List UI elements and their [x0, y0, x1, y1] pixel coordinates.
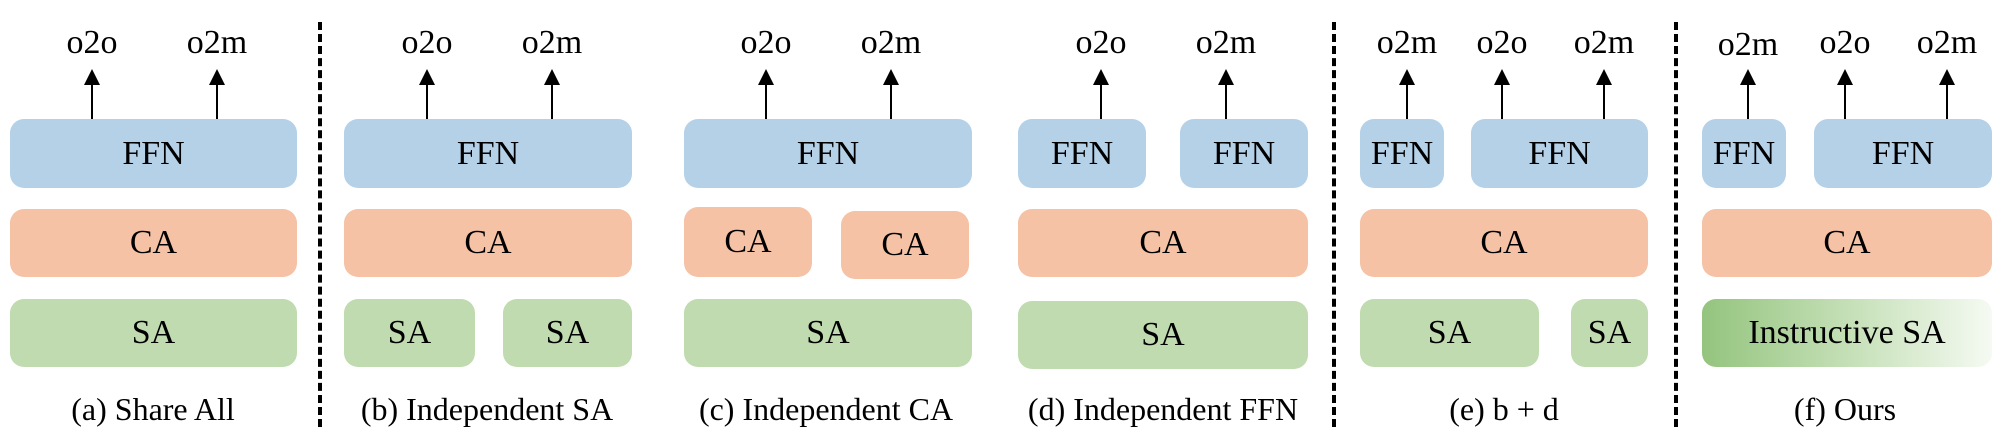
ca-block: CA [1018, 209, 1308, 277]
instructive-sa-block: Instructive SA [1702, 299, 1992, 367]
ffn-label: FFN [796, 134, 860, 172]
ca-block: CA [10, 209, 297, 277]
sa-block: SA [503, 299, 632, 367]
output-label-o2o: o2o [740, 24, 792, 61]
output-label-o2o: o2o [401, 24, 453, 61]
up-arrow-icon [1946, 75, 1948, 119]
output-label-o2o: o2o [66, 24, 118, 61]
ca-label: CA [1823, 224, 1871, 261]
ca-block: CA [1702, 209, 1992, 277]
sa-label: SA [1427, 314, 1472, 351]
up-arrow-icon [91, 75, 93, 119]
dashed-divider [1674, 22, 1678, 427]
ffn-block: FFN [10, 119, 297, 188]
ca-label: CA [1139, 224, 1187, 261]
output-label-o2m: o2m [1916, 24, 1978, 61]
ffn-label: FFN [1370, 134, 1434, 172]
ca-label: CA [1480, 224, 1528, 261]
up-arrow-icon [551, 75, 553, 119]
sa-label: SA [387, 314, 432, 351]
ffn-label: FFN [456, 134, 520, 172]
output-label-o2m: o2m [1195, 24, 1257, 61]
sa-block: SA [1360, 299, 1539, 367]
ffn-block: FFN [1814, 119, 1992, 188]
ffn-label: FFN [1871, 134, 1935, 172]
output-label-o2m: o2m [521, 24, 583, 61]
ca-label: CA [464, 224, 512, 261]
ffn-label: FFN [122, 134, 185, 172]
sa-label: SA [1587, 314, 1632, 351]
up-arrow-icon [1100, 75, 1102, 119]
up-arrow-icon [890, 75, 892, 119]
ca-block: CA [1360, 209, 1648, 277]
caption-independent-sa: (b) Independent SA [360, 391, 614, 427]
ca-label: CA [129, 224, 178, 261]
ffn-label: FFN [1050, 134, 1114, 172]
sa-label: SA [1141, 316, 1185, 353]
ffn-block: FFN [1702, 119, 1786, 188]
sa-block: SA [10, 299, 297, 367]
ffn-label: FFN [1212, 134, 1276, 172]
sa-block: SA [1018, 301, 1308, 369]
ffn-label: FFN [1528, 134, 1591, 172]
up-arrow-icon [765, 75, 767, 119]
dashed-divider [1332, 22, 1336, 427]
ca-block: CA [684, 207, 812, 277]
output-label-o2m: o2m [1573, 24, 1635, 61]
ca-label: CA [881, 226, 929, 263]
output-label-o2m: o2m [186, 24, 248, 61]
sa-label: SA [545, 314, 590, 351]
output-label-o2m: o2m [860, 24, 922, 61]
ffn-block: FFN [1471, 119, 1648, 188]
up-arrow-icon [1844, 75, 1846, 119]
ca-label: CA [724, 223, 772, 260]
sa-block: SA [684, 299, 972, 367]
up-arrow-icon [1406, 75, 1408, 119]
up-arrow-icon [426, 75, 428, 119]
ffn-block: FFN [1360, 119, 1444, 188]
output-label-o2o: o2o [1075, 24, 1127, 61]
ca-block: CA [841, 211, 969, 279]
ffn-block: FFN [1180, 119, 1308, 188]
ca-block: CA [344, 209, 632, 277]
caption-independent-ca: (c) Independent CA [698, 391, 954, 427]
sa-label: SA [806, 314, 850, 351]
caption-b-plus-d: (e) b + d [1449, 391, 1559, 427]
up-arrow-icon [216, 75, 218, 119]
output-label-o2o: o2o [1819, 24, 1871, 61]
caption-share-all: (a) Share All [71, 391, 235, 427]
up-arrow-icon [1603, 75, 1605, 119]
caption-independent-ffn: (d) Independent FFN [1027, 391, 1299, 427]
sa-block: SA [344, 299, 475, 367]
ffn-block: FFN [344, 119, 632, 188]
ffn-block: FFN [1018, 119, 1146, 188]
caption-ours: (f) Ours [1793, 391, 1897, 427]
ffn-label: FFN [1712, 134, 1776, 172]
up-arrow-icon [1225, 75, 1227, 119]
instructive-sa-label: Instructive SA [1748, 314, 1946, 351]
sa-block: SA [1571, 299, 1648, 367]
output-label-o2m: o2m [1376, 24, 1438, 61]
up-arrow-icon [1747, 75, 1749, 119]
output-label-o2o: o2o [1476, 24, 1528, 61]
output-label-o2m: o2m [1717, 26, 1779, 63]
ffn-block: FFN [684, 119, 972, 188]
sa-label: SA [131, 314, 176, 351]
dashed-divider [318, 22, 322, 427]
up-arrow-icon [1501, 75, 1503, 119]
